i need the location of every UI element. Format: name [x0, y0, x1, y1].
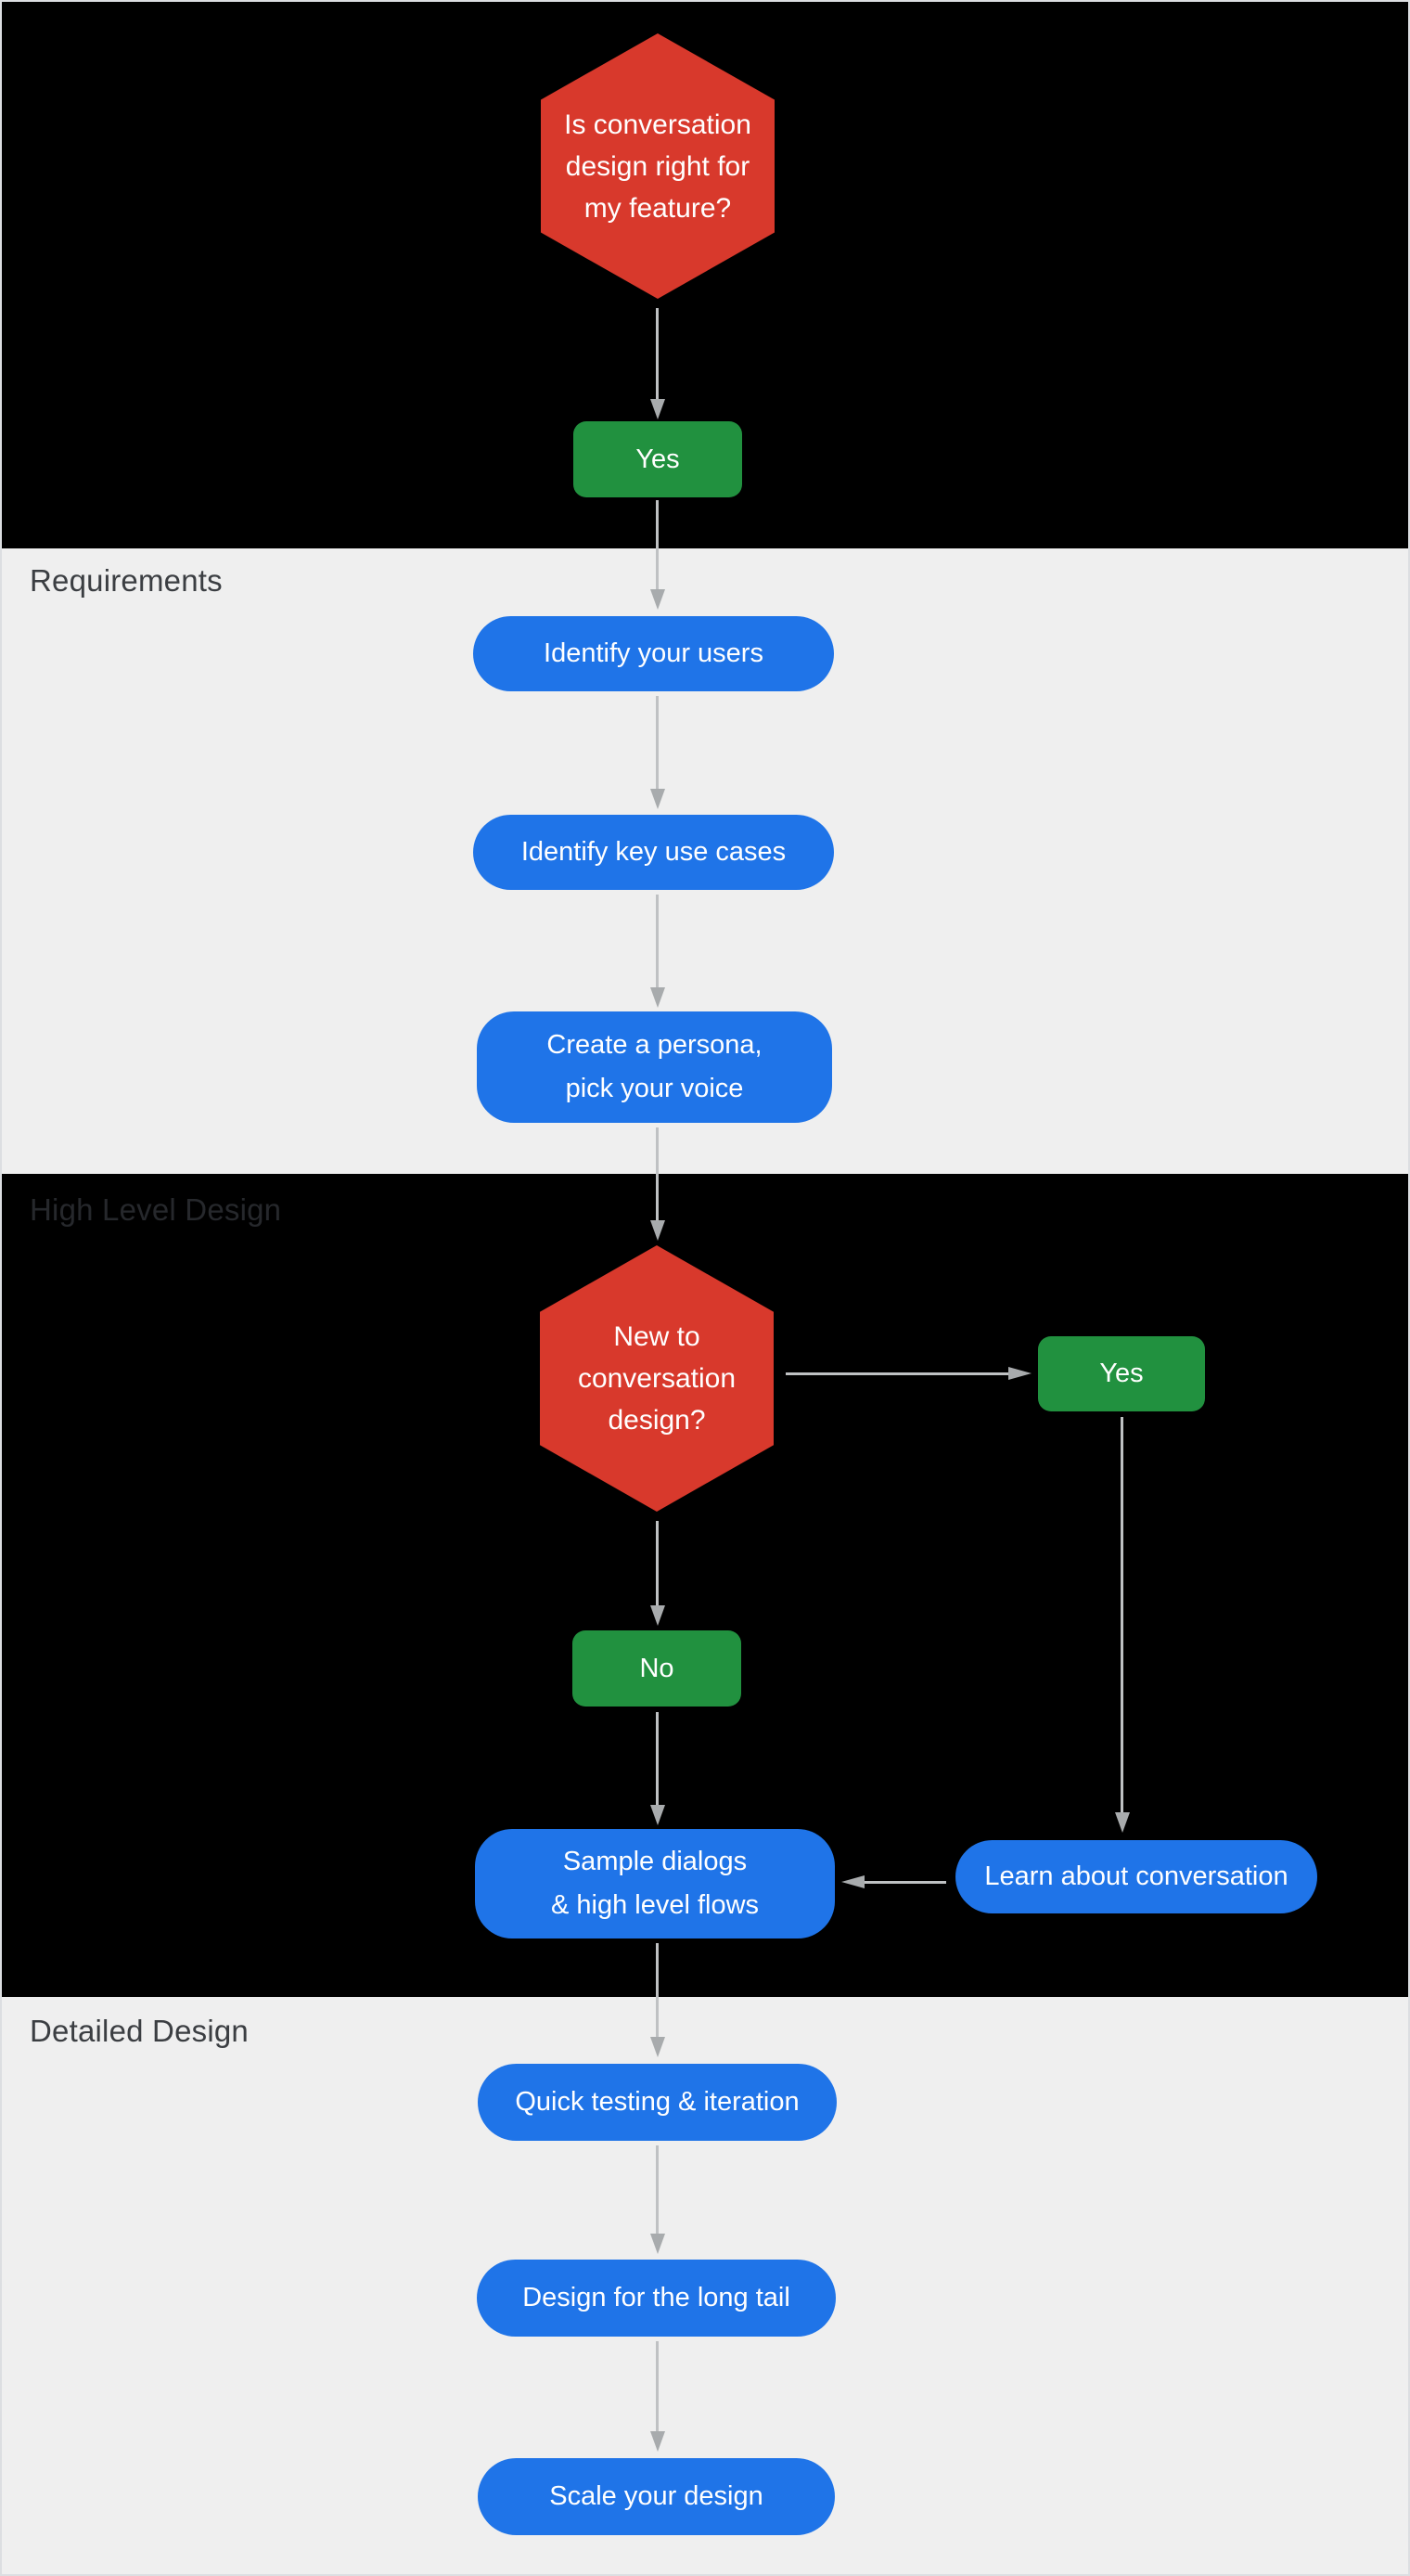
arrow-usecases-to-persona-head — [650, 987, 665, 1008]
arrow-longtail-to-scale-line — [656, 2341, 659, 2431]
arrow-yes-to-learn-line — [1121, 1417, 1123, 1812]
step-line: Sample dialogs — [562, 1847, 748, 1876]
step-pill-design-for-the-long-tail: Design for the long tail — [477, 2260, 836, 2337]
step-pill-identify-key-use-cases: Identify key use cases — [473, 815, 834, 890]
arrow-users-to-usecases-line — [656, 696, 659, 789]
step-pill-sample-dialogs: Sample dialogs & high level flows — [475, 1829, 835, 1938]
arrow-persona-to-decision-head — [650, 1220, 665, 1241]
arrow-no-to-sample-line — [656, 1712, 659, 1805]
answer-badge-yes-start: Yes — [573, 421, 742, 497]
step-pill-create-a-persona: Create a persona, pick your voice — [477, 1011, 832, 1123]
step-line: pick your voice — [565, 1074, 744, 1103]
arrow-sample-to-quick-line — [656, 1943, 659, 2037]
arrow-yes-to-identify-users-head — [650, 589, 665, 610]
arrow-learn-to-sample-head — [841, 1875, 865, 1888]
arrow-longtail-to-scale-head — [650, 2431, 665, 2452]
arrow-no-to-sample-head — [650, 1805, 665, 1825]
section-label-requirements: Requirements — [30, 563, 223, 598]
arrow-yes-to-identify-users-line — [656, 500, 659, 589]
arrow-decision-to-yes-head — [1008, 1367, 1032, 1380]
decision-node-new-to-conversation-design: New to conversation design? — [540, 1245, 774, 1512]
step-pill-quick-testing-iteration: Quick testing & iteration — [478, 2064, 837, 2141]
answer-badge-yes-new: Yes — [1038, 1336, 1205, 1411]
arrow-start-to-yes-head — [650, 399, 665, 419]
arrow-sample-to-quick-head — [650, 2037, 665, 2057]
decision-line: my feature? — [583, 192, 732, 224]
decision-line: Is conversation — [564, 109, 751, 140]
arrow-quick-to-longtail-line — [656, 2145, 659, 2234]
decision-line: conversation — [577, 1363, 737, 1394]
step-pill-identify-your-users: Identify your users — [473, 616, 834, 691]
arrow-users-to-usecases-head — [650, 789, 665, 809]
decision-line: New to — [613, 1321, 700, 1352]
arrow-learn-to-sample-line — [865, 1881, 946, 1884]
arrow-persona-to-decision-line — [656, 1127, 659, 1220]
decision-line: design right for — [565, 150, 750, 182]
arrow-start-to-yes-line — [656, 308, 659, 401]
arrow-decision-to-no-head — [650, 1605, 665, 1626]
step-pill-scale-your-design: Scale your design — [478, 2458, 835, 2535]
arrow-yes-to-learn-head — [1115, 1812, 1130, 1833]
step-line: & high level flows — [550, 1890, 760, 1920]
decision-line: design? — [608, 1405, 706, 1436]
answer-badge-no-new: No — [572, 1630, 741, 1707]
section-label-high-level-design: High Level Design — [30, 1192, 282, 1227]
step-pill-learn-about-conversation: Learn about conversation — [955, 1840, 1317, 1913]
section-label-detailed-design: Detailed Design — [30, 2014, 249, 2048]
arrow-usecases-to-persona-line — [656, 895, 659, 987]
step-line: Create a persona, — [546, 1030, 763, 1060]
arrow-quick-to-longtail-head — [650, 2234, 665, 2254]
arrow-decision-to-no-line — [656, 1521, 659, 1605]
arrow-decision-to-yes-line — [786, 1372, 1008, 1375]
